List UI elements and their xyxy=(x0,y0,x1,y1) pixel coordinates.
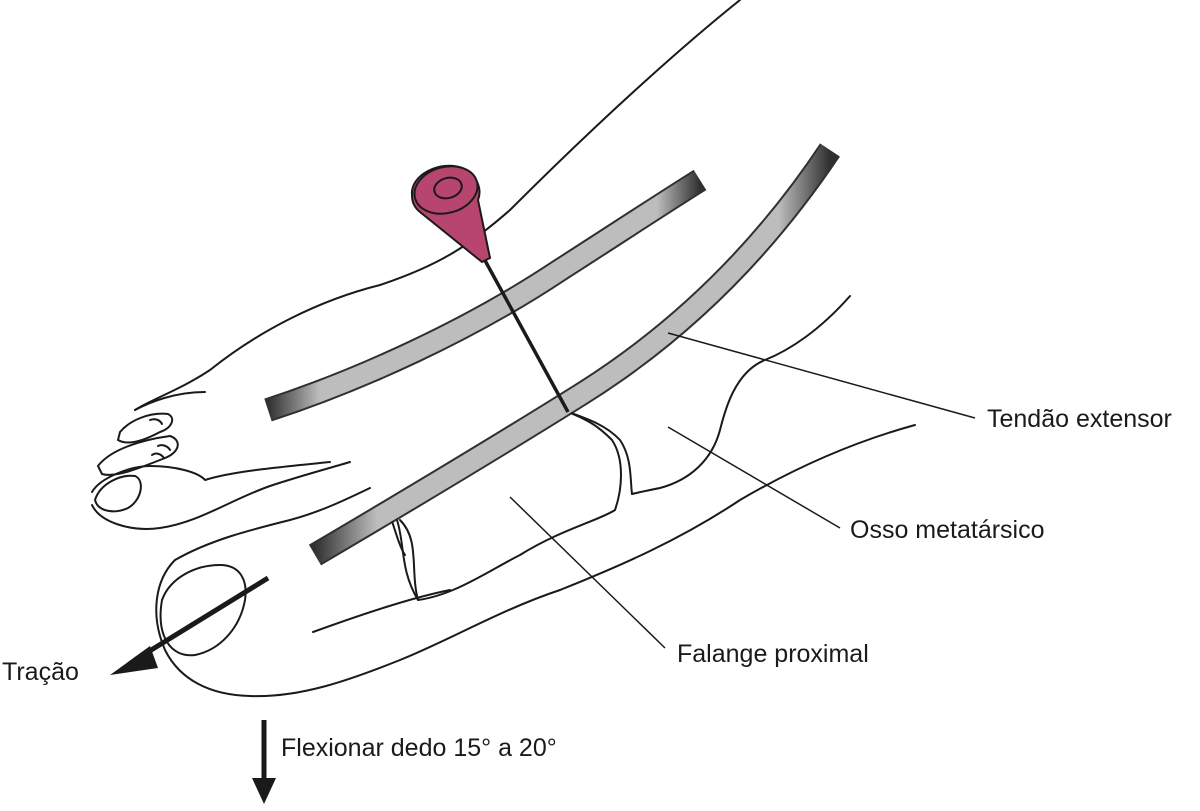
back-foot-outline xyxy=(134,391,206,411)
back-toe-3 xyxy=(91,461,331,493)
proximal-phalanx-bone xyxy=(399,409,622,601)
leg-outline xyxy=(134,0,741,411)
back-toenail xyxy=(94,474,142,513)
big-toe-outline xyxy=(155,559,561,698)
label-flex-toe: Flexionar dedo 15° a 20° xyxy=(281,734,557,762)
arrow-down-left-icon xyxy=(110,575,270,675)
leader-extensor-tendon xyxy=(667,332,976,419)
label-proximal-phalanx: Falange proximal xyxy=(677,640,869,668)
ankle-line xyxy=(631,295,851,495)
leader-proximal-phalanx xyxy=(509,496,666,649)
label-traction: Tração xyxy=(2,658,79,686)
back-toe-1 xyxy=(117,412,174,444)
syringe-needle-icon xyxy=(410,164,570,413)
label-extensor-tendon: Tendão extensor xyxy=(987,405,1172,433)
label-metatarsal-bone: Osso metatársico xyxy=(850,516,1045,544)
back-sole xyxy=(91,461,351,530)
leader-metatarsal-bone xyxy=(667,426,841,529)
extensor-tendon-back xyxy=(264,169,707,422)
arrow-down-icon xyxy=(252,720,276,804)
big-toe-top xyxy=(174,487,371,561)
back-toe-2 xyxy=(97,435,179,476)
foot-sole xyxy=(559,424,916,591)
inner-foot-line xyxy=(312,589,451,633)
big-toenail xyxy=(159,564,247,657)
extensor-tendon-front xyxy=(308,143,840,566)
